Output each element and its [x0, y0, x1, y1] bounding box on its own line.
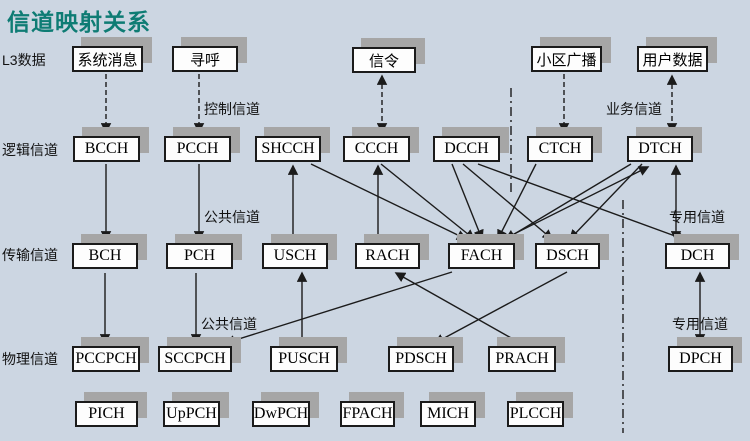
node-xunhu: 寻呼 — [172, 46, 238, 72]
edge-DTCH-FACH — [504, 163, 632, 240]
node-PDSCH: PDSCH — [388, 346, 454, 372]
node-DSCH: DSCH — [535, 243, 600, 269]
annotation-yewuxindao: 业务信道 — [606, 101, 662, 117]
node-FACH: FACH — [448, 243, 515, 269]
node-PCH: PCH — [166, 243, 233, 269]
edge-CTCH-FACH — [497, 163, 537, 241]
node-PRACH: PRACH — [488, 346, 556, 372]
node-SCCPCH: SCCPCH — [158, 346, 232, 372]
node-DCCH: DCCH — [433, 136, 500, 162]
node-CCCH: CCCH — [343, 136, 410, 162]
edge-FACH-DTCH — [499, 166, 650, 242]
node-xinling: 信令 — [352, 47, 416, 73]
node-CTCH: CTCH — [527, 136, 593, 162]
annotation-gonggongxindao2: 公共信道 — [201, 316, 257, 332]
node-USCH: USCH — [262, 243, 328, 269]
row-label-l3: L3数据 — [2, 52, 46, 68]
edge-DCCH-DSCH — [462, 163, 554, 241]
node-DwPCH: DwPCH — [252, 401, 310, 427]
edge-PRACH-RACH — [394, 272, 521, 344]
node-BCH: BCH — [72, 243, 138, 269]
page-title: 信道映射关系 — [7, 9, 151, 35]
annotation-kongzhixindao: 控制信道 — [204, 101, 260, 117]
node-BCCH: BCCH — [73, 136, 140, 162]
node-PUSCH: PUSCH — [270, 346, 338, 372]
edge-SHCCH-FACH — [310, 163, 468, 240]
row-label-physical: 物理信道 — [2, 351, 58, 367]
row-label-logical: 逻辑信道 — [2, 142, 58, 158]
edge-DSCH-PDSCH — [433, 271, 568, 344]
edge-DCCH-FACH — [451, 163, 484, 241]
node-xiaoquguangbo: 小区广播 — [531, 46, 602, 72]
node-yonghushuju: 用户数据 — [637, 46, 708, 72]
row-label-transport: 传输信道 — [2, 247, 58, 263]
node-SHCCH: SHCCH — [255, 136, 321, 162]
node-FPACH: FPACH — [340, 401, 395, 427]
node-PCCH: PCCH — [164, 136, 231, 162]
edge-CCCH-FACH — [380, 163, 476, 240]
node-DCH: DCH — [665, 243, 730, 269]
annotation-zhuanyongxindao1: 专用信道 — [669, 209, 725, 225]
node-DTCH: DTCH — [627, 136, 693, 162]
node-UpPCH: UpPCH — [163, 401, 220, 427]
node-xitongxiaoxi: 系统消息 — [72, 46, 143, 72]
node-PICH: PICH — [75, 401, 138, 427]
node-MICH: MICH — [420, 401, 476, 427]
annotation-zhuanyongxindao2: 专用信道 — [672, 316, 728, 332]
edge-FACH-SCCPCH — [224, 271, 453, 346]
edge-DCCH-DCH — [477, 163, 688, 242]
annotation-gonggongxindao1: 公共信道 — [204, 209, 260, 225]
node-DPCH: DPCH — [668, 346, 733, 372]
node-RACH: RACH — [355, 243, 420, 269]
node-PLCCH: PLCCH — [507, 401, 564, 427]
node-PCCPCH: PCCPCH — [72, 346, 140, 372]
